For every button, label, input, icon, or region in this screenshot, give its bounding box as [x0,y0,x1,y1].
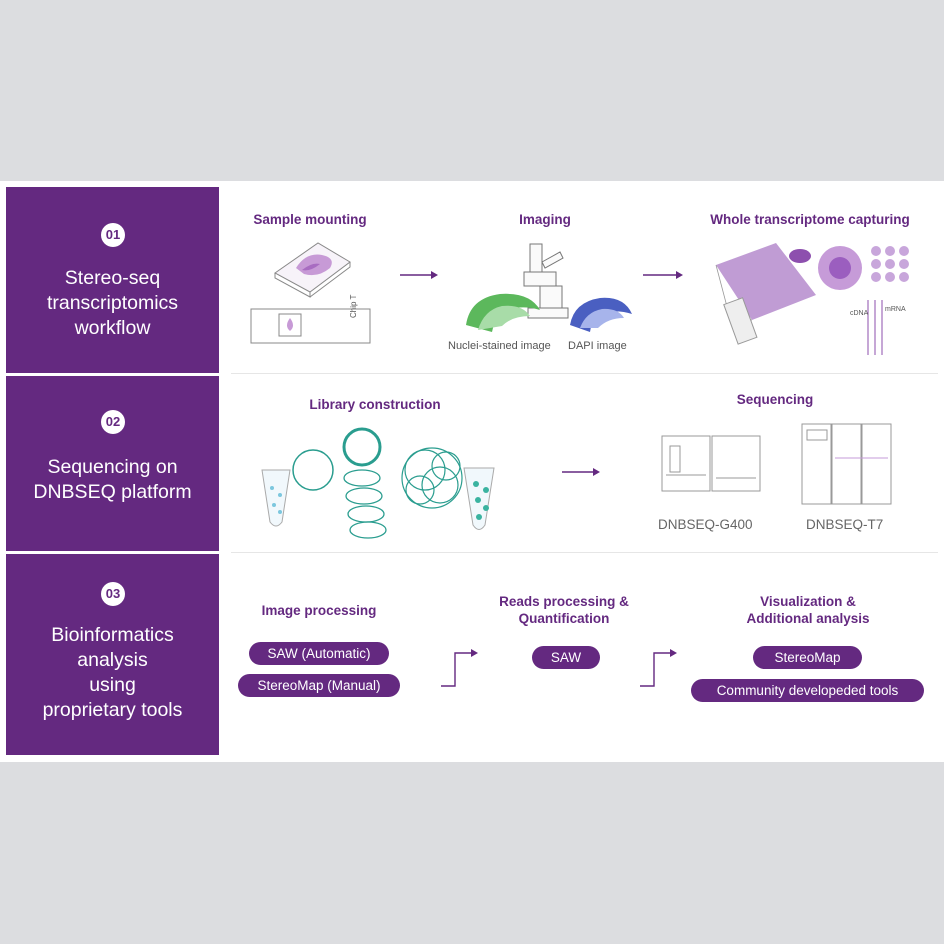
section-02-number: 02 [101,410,125,434]
nuclei-stained-image [466,293,540,332]
rca-spiral-icon [343,469,387,539]
cdna-label: cDNA [850,310,869,317]
tube-right-icon [463,467,495,530]
chip-label: Chip T [349,294,358,318]
dnbseq-t7-illustration [801,423,892,505]
section-03-number: 03 [101,582,125,606]
bead-grid [871,246,909,282]
row-divider-2 [231,552,938,553]
section-01-number: 01 [101,223,125,247]
dna-circle-icon [292,449,334,491]
chip-t-illustration [250,308,371,344]
section-03-panel: 03 Bioinformatics analysis using proprie… [6,554,219,755]
device-t7-label: DNBSEQ-T7 [806,517,884,532]
dna-circle-2-icon [342,427,382,467]
dapi-caption: DAPI image [568,340,627,352]
dnbseq-g400-illustration [661,435,761,492]
section-02-panel: 02 Sequencing on DNBSEQ platform [6,376,219,551]
sequencing-heading: Sequencing [736,392,814,407]
library-construction-heading: Library construction [309,397,441,412]
tube-left-icon [261,469,291,527]
arrow-5 [640,649,677,687]
saw-automatic-pill[interactable]: SAW (Automatic) [249,642,389,665]
image-processing-heading: Image processing [261,603,377,618]
arrow-3 [562,468,600,476]
arrow-2 [643,271,683,279]
capture-chip-illustration [715,243,883,355]
stereomap-pill[interactable]: StereoMap [753,646,862,669]
dapi-image [570,297,632,332]
device-g400-label: DNBSEQ-G400 [658,517,753,532]
section-03-title: Bioinformatics analysis using proprietar… [42,624,183,721]
arrow-4 [441,649,478,687]
visualization-heading: Visualization & Additional analysis [746,594,870,626]
mrna-label: mRNA [885,306,906,313]
sample-slide-illustration [274,242,351,298]
row-divider-1 [231,373,938,374]
saw-pill[interactable]: SAW [532,646,600,669]
stereomap-manual-pill[interactable]: StereoMap (Manual) [238,674,400,697]
reads-processing-heading: Reads processing & Quantification [499,594,629,626]
section-02-title: Sequencing on DNBSEQ platform [33,456,192,503]
nuclei-caption: Nuclei-stained image [448,340,551,352]
whole-transcriptome-heading: Whole transcriptome capturing [710,212,910,227]
dnb-ball-icon [401,447,463,509]
community-tools-pill[interactable]: Community developeded tools [691,679,924,702]
arrow-1 [400,271,438,279]
section-01-panel: 01 Stereo-seq transcriptomics workflow [6,187,219,373]
imaging-heading: Imaging [519,212,571,227]
section-01-title: Stereo-seq transcriptomics workflow [46,267,179,339]
sample-mounting-heading: Sample mounting [253,212,367,227]
microscope-icon [523,243,569,319]
